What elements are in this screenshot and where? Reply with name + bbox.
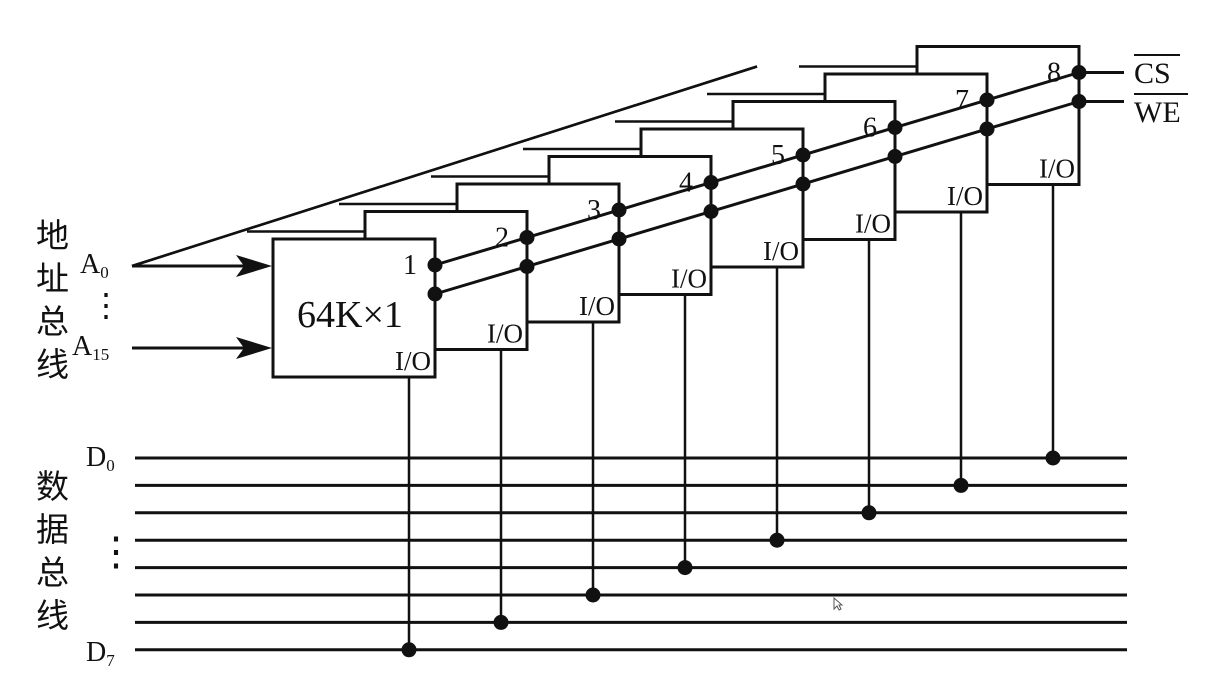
chip-io-label-6: I/O <box>855 209 891 239</box>
write-enable-junction-6 <box>887 149 903 164</box>
address-ellipsis: ⋮ <box>90 287 122 323</box>
io-junction-chip-6 <box>861 505 877 521</box>
address-fan-wires <box>131 65 758 268</box>
data-bus-char-4: 线 <box>36 596 69 635</box>
chip-select-junction-5 <box>795 147 811 163</box>
chip-select-junction-6 <box>887 120 903 135</box>
chip-io-label-1: I/O <box>395 346 431 376</box>
address-bus-char-4: 线 <box>36 345 69 384</box>
address-arrowhead-a15 <box>236 337 272 359</box>
chip-select-label: CS <box>1134 57 1171 90</box>
write-enable-line <box>434 100 1080 296</box>
write-enable-junction-7 <box>979 121 995 137</box>
address-arrowhead-a0 <box>236 255 272 277</box>
write-enable-junction-5 <box>795 176 811 192</box>
data-line-d7-label: D7 <box>86 637 115 670</box>
data-bus-caption: 数 据 总 线 <box>36 467 69 635</box>
chip-number-2: 2 <box>495 223 509 254</box>
data-bus-char-1: 数 <box>36 467 69 506</box>
write-enable-junction-3 <box>611 231 627 247</box>
write-enable-junction-2 <box>519 259 535 274</box>
io-junction-chip-2 <box>493 614 509 630</box>
chip-select-junction-2 <box>519 230 535 245</box>
chip-select-line <box>434 71 1080 267</box>
write-enable-label: WE <box>1134 96 1181 129</box>
chip-number-8: 8 <box>1047 58 1061 89</box>
chip-io-label-3: I/O <box>579 291 615 321</box>
address-bus-caption: 地 址 总 线 <box>36 216 69 384</box>
control-lines <box>427 65 1124 302</box>
chip-io-label-2: I/O <box>487 319 523 349</box>
chip-select-junction-1 <box>427 257 443 273</box>
chip-number-6: 6 <box>863 113 877 144</box>
data-ellipsis: ⋮ <box>96 529 136 574</box>
address-bus-char-2: 址 <box>36 259 69 298</box>
chip-box-1 <box>271 237 437 379</box>
data-bus-char-2: 据 <box>36 510 69 549</box>
chip-number-7: 7 <box>955 85 969 116</box>
chip-io-label-8: I/O <box>1039 154 1075 184</box>
chip-select-junction-7 <box>979 92 995 108</box>
io-wires <box>401 184 1061 658</box>
chip-capacity-label: 64K×1 <box>297 294 403 336</box>
io-junction-chip-4 <box>677 560 693 576</box>
chip-number-4: 4 <box>679 168 693 199</box>
io-junction-chip-8 <box>1045 450 1061 466</box>
io-junction-chip-3 <box>585 587 601 603</box>
data-bus-char-3: 总 <box>36 553 69 592</box>
address-line-a15-label: A15 <box>72 331 109 364</box>
data-line-d0-label: D0 <box>86 442 115 475</box>
data-bus-lines <box>135 456 1127 652</box>
chip-number-1: 1 <box>403 250 417 281</box>
chip-io-label-4: I/O <box>671 264 707 294</box>
arrow-cursor-icon <box>833 597 843 611</box>
chip-select-junction-4 <box>703 175 719 190</box>
io-junction-chip-1 <box>401 642 417 658</box>
chip-number-5: 5 <box>771 140 785 171</box>
chip-io-label-5: I/O <box>763 236 799 266</box>
address-line-a0-label: A0 <box>80 249 109 282</box>
write-enable-junction-8 <box>1071 94 1087 109</box>
memory-chip-1: 1I/O 64K×1 <box>271 237 437 379</box>
chip-select-junction-8 <box>1071 65 1087 80</box>
chip-select-junction-3 <box>611 202 627 218</box>
write-enable-junction-4 <box>703 204 719 219</box>
address-fan-diagonal-upper <box>131 65 758 268</box>
chip-io-label-7: I/O <box>947 181 983 211</box>
io-junction-chip-7 <box>953 477 969 493</box>
chip-number-3: 3 <box>587 195 601 226</box>
io-junction-chip-5 <box>769 532 785 548</box>
address-bus-char-1: 地 <box>36 216 69 255</box>
address-bus-char-3: 总 <box>36 302 69 341</box>
write-enable-junction-1 <box>427 286 443 302</box>
